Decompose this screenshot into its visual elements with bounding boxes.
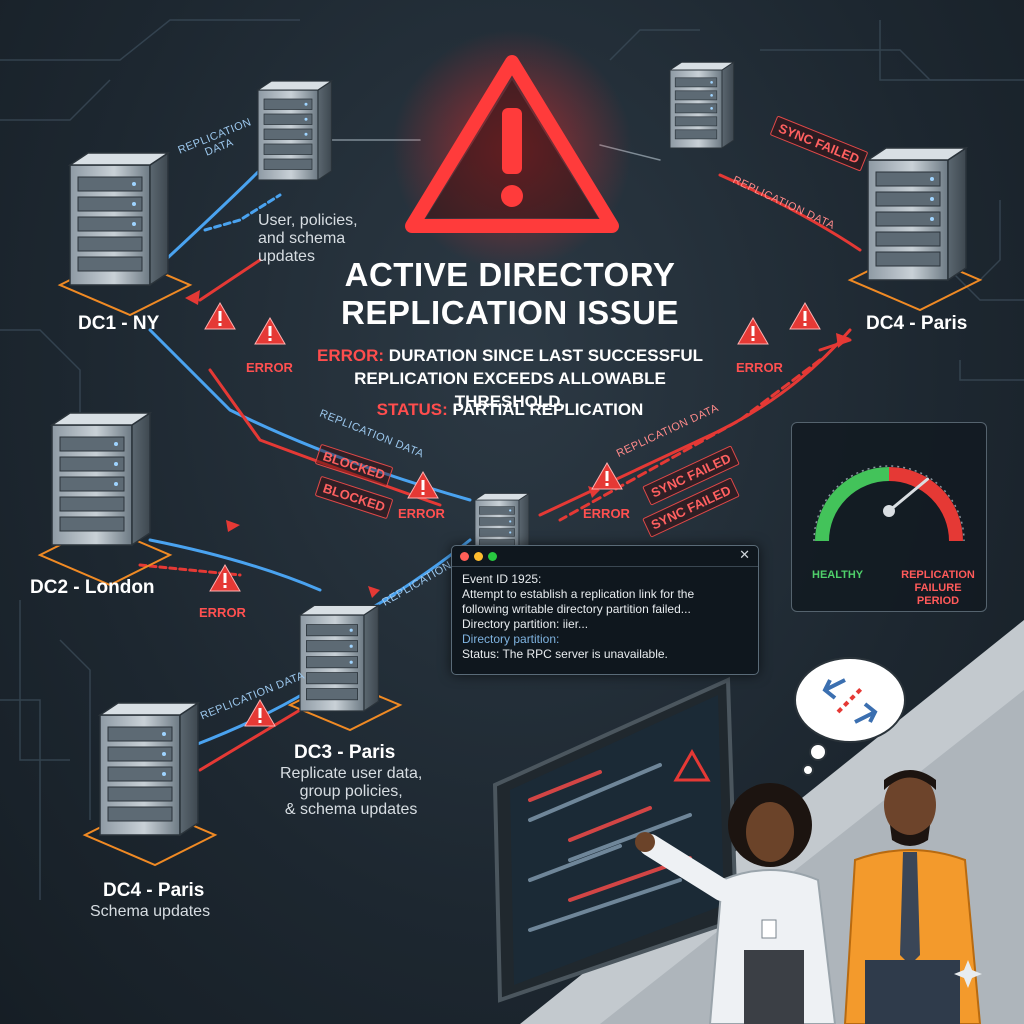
title-line-1: ACTIVE DIRECTORY [344,256,676,293]
thought-bubble [794,657,906,776]
event-line-5: Directory partition: [462,632,560,646]
event-line-3: following writable directory partition f… [462,602,691,616]
event-window-body: Event ID 1925: Attempt to establish a re… [452,567,758,667]
circuit-lines [0,19,1024,900]
event-line-6: Status: The RPC server is unavailable. [462,647,668,661]
error-tag-center-left: ERROR [398,506,445,521]
dc4-bottom-description: Schema updates [90,903,211,920]
dc3-desc-line-1: Replicate user data, [280,765,423,782]
diagram-title: ACTIVE DIRECTORY REPLICATION ISSUE [300,256,720,332]
server-dc1-icon [57,152,193,317]
warning-small-icon-4 [591,462,623,490]
event-window-titlebar: ✕ [452,546,758,567]
event-log-window: ✕ Event ID 1925: Attempt to establish a … [451,545,759,675]
error-text-line-1: DURATION SINCE LAST SUCCESSFUL [388,346,703,365]
server-dc2-icon [37,412,173,587]
error-tag-dc4: ERROR [736,360,783,375]
status-prefix: STATUS: [376,400,448,419]
error-tag-dc1: ERROR [246,360,293,375]
sparkle-icon [954,960,982,988]
event-line-4: Directory partition: iier... [462,617,589,631]
top-desc-line-1: User, policies, [258,212,358,229]
dc4-bottom-label: DC4 - Paris [103,880,205,901]
warning-small-icon-1 [204,302,236,330]
engineer-man [843,770,982,1024]
warning-small-icon-8 [789,302,821,330]
close-icon[interactable]: ✕ [739,547,750,562]
top-desc-line-2: and schema [258,230,346,247]
server-dc4-top-icon [847,147,983,312]
dc3-description: Replicate user data, group policies, & s… [280,765,422,819]
server-dc4-bottom-icon [82,702,218,867]
replication-gauge: HEALTHY REPLICATION FAILURE PERIOD [791,422,987,612]
engineer-woman [635,783,837,1024]
warning-small-icon-5 [209,564,241,592]
window-maximize-dot[interactable] [488,552,497,561]
warning-small-icon-2 [254,317,286,345]
top-center-description: User, policies, and schema updates [258,212,358,266]
dc3-desc-line-3: & schema updates [284,801,418,818]
gauge-needle [887,477,929,513]
warning-small-icon-7 [737,317,769,345]
gauge-failure-label: REPLICATION FAILURE PERIOD [901,569,975,607]
title-line-2: REPLICATION ISSUE [341,294,679,331]
server-dc3-icon [287,604,403,732]
error-message: ERROR: DURATION SINCE LAST SUCCESSFUL RE… [300,344,720,413]
warning-triangle-icon [405,55,619,233]
window-close-dot[interactable] [460,552,469,561]
dc2-label: DC2 - London [30,577,155,598]
dc4-top-label: DC4 - Paris [866,313,968,334]
server-top-right-icon [669,61,735,149]
server-top-center-icon [257,80,333,181]
dc1-label: DC1 - NY [78,313,160,334]
error-text-line-2: REPLICATION EXCEEDS ALLOWABLE THRESHOLD. [354,369,666,411]
error-tag-dc2: ERROR [199,605,246,620]
top-desc-line-3: updates [258,248,315,265]
warning-small-icon-3 [407,471,439,499]
window-minimize-dot[interactable] [474,552,483,561]
error-tag-center-right: ERROR [583,506,630,521]
status-message: STATUS: PARTIAL REPLICATION [340,400,680,420]
event-line-2: Attempt to establish a replication link … [462,587,695,601]
status-text: PARTIAL REPLICATION [452,400,644,419]
dc3-desc-line-2: group policies, [299,783,403,800]
event-line-1: Event ID 1925: [462,572,542,586]
gauge-dial [813,465,965,542]
gauge-healthy-label: HEALTHY [812,569,864,581]
dc3-label: DC3 - Paris [294,742,396,763]
error-prefix: ERROR: [317,346,385,365]
